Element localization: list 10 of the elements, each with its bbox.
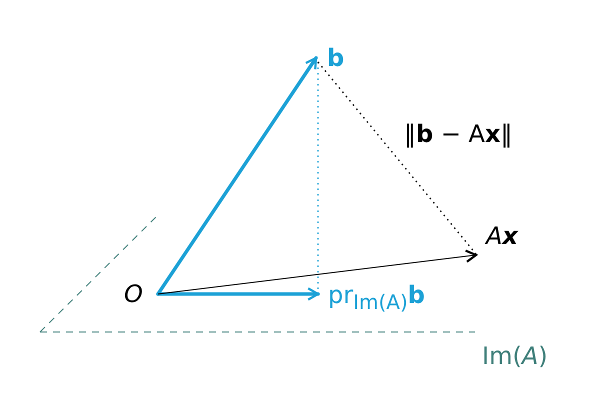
vector-label: Ax [486,222,518,250]
arrow [156,56,318,296]
dotted-line [317,62,319,290]
arrow [158,250,478,294]
arrow [156,287,320,301]
vector-label: pr$_{Im(A)}$b [328,281,425,316]
subspace-label: Im(A) [482,342,548,370]
vector-label: O [124,280,143,308]
vector-label: b [327,44,344,72]
dotted-line [317,62,477,254]
